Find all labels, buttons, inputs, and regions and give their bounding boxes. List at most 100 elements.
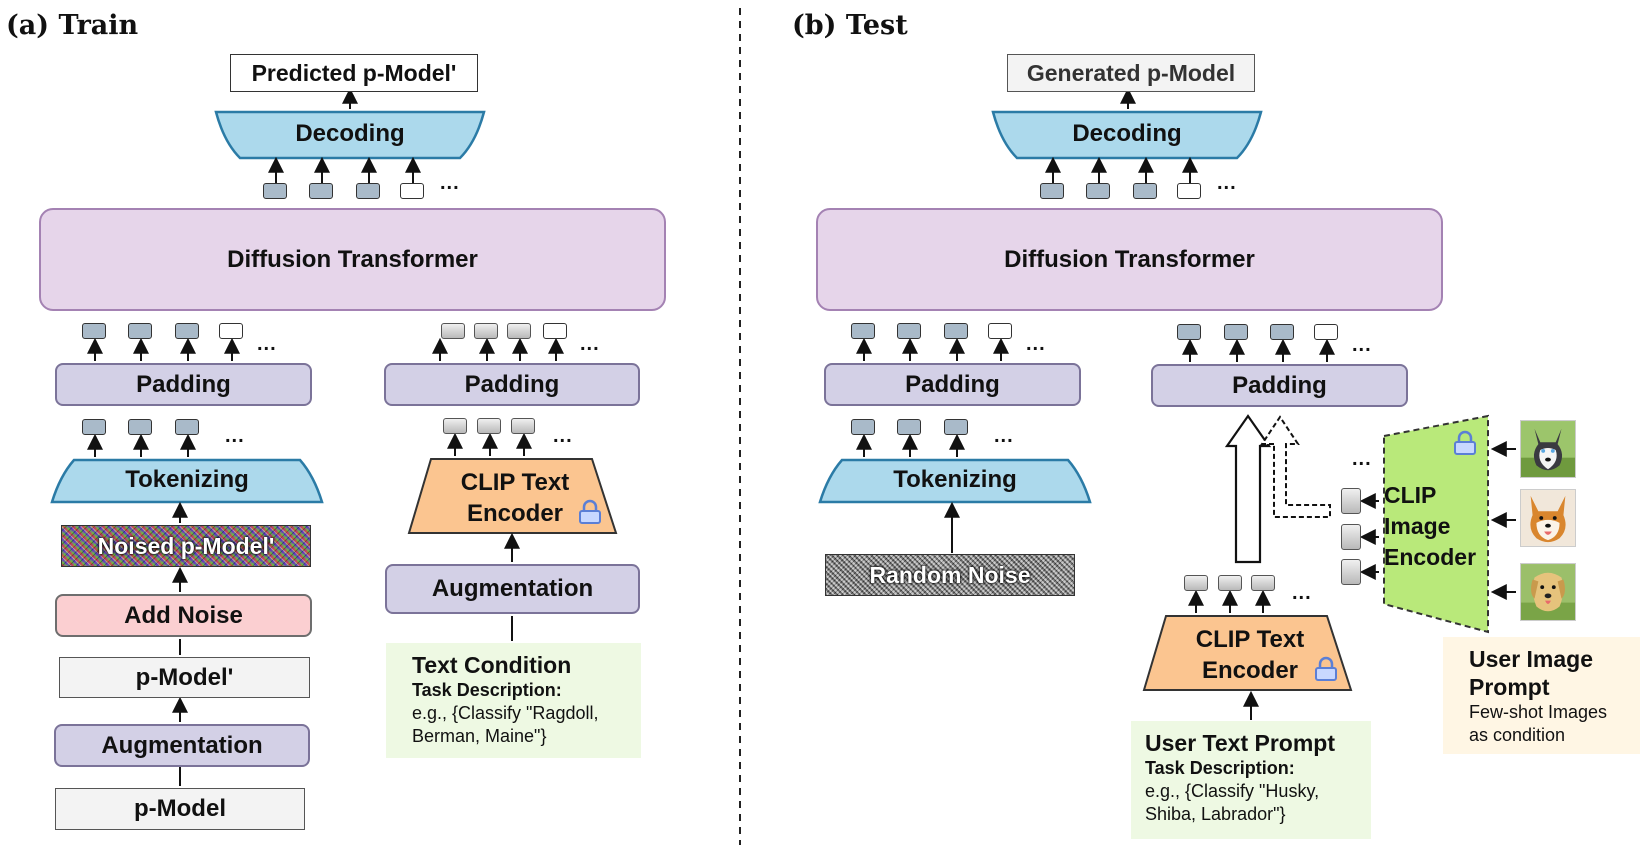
token <box>1341 524 1361 550</box>
token <box>443 418 467 434</box>
test-hollow-arrow <box>1224 414 1272 564</box>
token-empty <box>1177 183 1201 199</box>
test-clip-text-shape <box>1142 615 1353 691</box>
token <box>309 183 333 199</box>
ellipsis: ... <box>257 333 277 355</box>
test-diffusion-transformer: Diffusion Transformer <box>816 208 1443 311</box>
train-decoding-label: Decoding <box>295 120 405 147</box>
lock-icon <box>1315 656 1337 681</box>
train-tokenizing-label: Tokenizing <box>125 466 249 493</box>
train-diffusion-transformer: Diffusion Transformer <box>39 208 666 311</box>
token <box>511 418 535 434</box>
train-text-condition: Text Condition Task Description: e.g., {… <box>386 643 641 758</box>
token <box>1251 575 1275 591</box>
train-padding-left: Padding <box>55 363 312 406</box>
ellipsis: ... <box>1352 448 1372 470</box>
token <box>82 323 106 339</box>
token <box>175 419 199 435</box>
user-image-prompt: User Image Prompt Few-shot Images as con… <box>1443 637 1640 754</box>
text-condition-subtitle: Task Description: <box>412 680 562 700</box>
token-empty <box>219 323 243 339</box>
token <box>474 323 498 339</box>
token-empty <box>543 323 567 339</box>
text-condition-line2: Berman, Maine"} <box>412 726 547 746</box>
token <box>356 183 380 199</box>
token <box>1218 575 1242 591</box>
text-condition-line1: e.g., {Classify "Ragdoll, <box>412 703 599 723</box>
husky-image <box>1520 420 1576 478</box>
token <box>851 323 875 339</box>
random-noise-box: Random Noise <box>825 554 1075 596</box>
user-text-prompt-line1: e.g., {Classify "Husky, <box>1145 781 1320 801</box>
user-text-prompt-line2: Shiba, Labrador"} <box>1145 804 1286 824</box>
token <box>82 419 106 435</box>
ellipsis: ... <box>994 425 1014 447</box>
add-noise-box: Add Noise <box>55 594 312 637</box>
token <box>128 323 152 339</box>
ellipsis: ... <box>553 425 573 447</box>
train-padding-right: Padding <box>384 363 640 406</box>
predicted-pmodel-box: Predicted p-Model' <box>230 54 478 92</box>
test-clip-image-shape <box>1383 414 1489 634</box>
token <box>851 419 875 435</box>
ellipsis: ... <box>225 425 245 447</box>
test-tokenizing-label: Tokenizing <box>893 466 1017 493</box>
token <box>507 323 531 339</box>
test-tokenizing-shape <box>818 458 1092 504</box>
shiba-image <box>1520 489 1576 547</box>
train-augmentation-right: Augmentation <box>385 564 640 614</box>
test-heading: (b) Test <box>792 10 908 41</box>
user-text-prompt-title: User Text Prompt <box>1145 730 1336 756</box>
lock-icon <box>1454 430 1476 455</box>
token <box>1184 575 1208 591</box>
token <box>175 323 199 339</box>
token <box>263 183 287 199</box>
token <box>1224 324 1248 340</box>
noised-pmodel-box: Noised p-Model' <box>61 525 311 567</box>
train-clip-text-label: CLIP Text Encoder <box>460 469 570 527</box>
token <box>944 323 968 339</box>
user-image-prompt-line1: Few-shot Images <box>1469 702 1608 722</box>
token-empty <box>1314 324 1338 340</box>
train-clip-text-shape <box>407 458 618 534</box>
pmodel-box: p-Model <box>55 788 305 830</box>
user-text-prompt: User Text Prompt Task Description: e.g.,… <box>1131 721 1371 839</box>
train-heading: (a) Train <box>6 10 139 41</box>
ellipsis: ... <box>1026 333 1046 355</box>
ellipsis: ... <box>1352 334 1372 356</box>
token <box>1341 559 1361 585</box>
train-tokenizing-shape <box>50 458 324 504</box>
token <box>477 418 501 434</box>
text-condition-title: Text Condition <box>412 652 572 678</box>
token <box>1086 183 1110 199</box>
token <box>1177 324 1201 340</box>
pmodel-prime-box: p-Model' <box>59 657 310 698</box>
user-text-prompt-subtitle: Task Description: <box>1145 758 1295 778</box>
token <box>1133 183 1157 199</box>
user-image-prompt-line2: as condition <box>1469 725 1566 745</box>
test-padding-right: Padding <box>1151 364 1408 407</box>
token <box>897 323 921 339</box>
user-image-prompt-title: User Image Prompt <box>1469 646 1594 700</box>
token <box>897 419 921 435</box>
test-dashed-arrow <box>1260 415 1331 518</box>
token <box>128 419 152 435</box>
test-padding-left: Padding <box>824 363 1081 406</box>
token <box>441 323 465 339</box>
token <box>944 419 968 435</box>
train-augmentation-left: Augmentation <box>54 724 310 767</box>
token-empty <box>988 323 1012 339</box>
train-decoding-shape <box>214 110 486 160</box>
generated-pmodel-box: Generated p-Model <box>1007 54 1255 92</box>
test-decoding-label: Decoding <box>1072 120 1182 147</box>
token <box>1341 488 1361 514</box>
ellipsis: ... <box>440 172 460 194</box>
token <box>1040 183 1064 199</box>
test-clip-text-label: CLIP Text Encoder <box>1195 626 1305 684</box>
lock-icon <box>579 499 601 524</box>
test-decoding-shape <box>991 110 1263 160</box>
ellipsis: ... <box>580 333 600 355</box>
ellipsis: ... <box>1217 172 1237 194</box>
